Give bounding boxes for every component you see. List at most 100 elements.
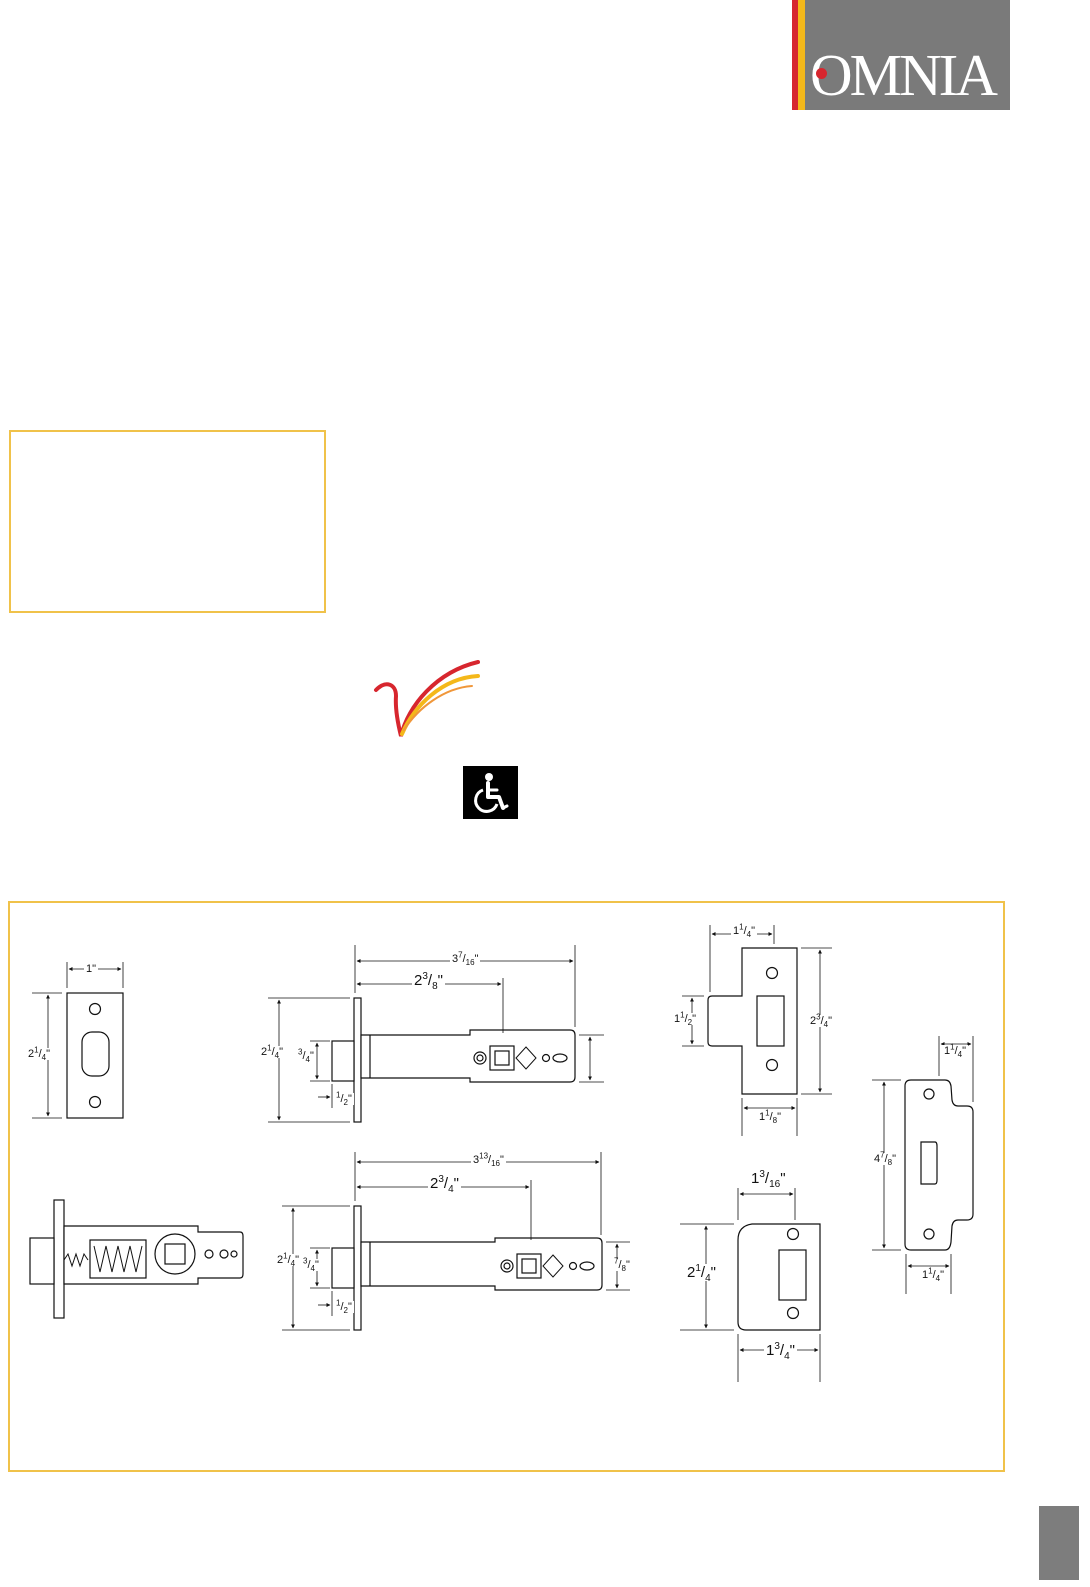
dim-unit: ": [279, 1046, 283, 1058]
dim-numerator: 7: [614, 1256, 619, 1266]
dim-numerator: 3: [774, 1341, 780, 1352]
dim-latch2-tail-height: 7/8": [612, 1256, 632, 1273]
dim-slash: /: [769, 1111, 773, 1123]
dim-t-strike-lip-height: 11/2": [672, 1011, 698, 1027]
dim-denominator: 8: [887, 1158, 893, 1168]
dim-slash: /: [287, 1254, 291, 1266]
dim-whole: 2: [277, 1254, 284, 1266]
brand-wordmark: OMNIA: [810, 42, 998, 108]
dim-whole: 1: [733, 925, 740, 937]
dim-unit: ": [46, 1048, 50, 1060]
latch-drawing-bottom: [282, 1152, 630, 1331]
dim-numerator: 1: [695, 1263, 701, 1274]
dim-unit: ": [500, 1154, 504, 1166]
dim-latch1-face-height: 21/4": [259, 1043, 285, 1061]
dim-unit: ": [453, 1175, 459, 1192]
swoosh-logo: [374, 660, 480, 737]
dim-denominator: 4: [448, 1184, 454, 1195]
dim-full-strike-lip: 13/16": [749, 1170, 788, 1190]
dim-slash: /: [820, 1015, 824, 1027]
dim-numerator: 1: [336, 1090, 341, 1100]
full-lip-strike-drawing: [680, 1188, 821, 1382]
dim-numerator: 3: [303, 1256, 308, 1266]
dim-numerator: 1: [765, 1108, 770, 1118]
dim-whole: 3: [473, 1154, 480, 1166]
dim-whole: 2: [687, 1264, 696, 1281]
dim-numerator: 13: [479, 1151, 489, 1161]
t-strike-drawing: [682, 925, 832, 1136]
dim-latch2-backset: 23/4": [428, 1174, 461, 1195]
dim-numerator: 7: [458, 950, 463, 960]
dim-whole: 1: [86, 963, 93, 975]
dim-whole: 3: [452, 953, 459, 965]
dim-unit: ": [314, 1259, 319, 1271]
dim-denominator: 8: [772, 1116, 778, 1126]
wheelchair-icon: [463, 766, 518, 819]
dim-full-strike-height: 21/4": [685, 1263, 718, 1284]
technical-drawings-panel: [8, 901, 1005, 1472]
dim-slash: /: [488, 1154, 492, 1166]
dim-t-strike-height: 23/4": [808, 1013, 834, 1029]
dim-latch1-overall: 37/16": [450, 950, 481, 967]
dim-slash: /: [684, 1013, 688, 1025]
dim-latch2-bolt-height: 3/4": [301, 1256, 321, 1274]
dim-slash: /: [443, 1175, 449, 1192]
dim-numerator: 1: [283, 1251, 288, 1261]
dim-slash: /: [779, 1342, 785, 1359]
dim-slash: /: [764, 1170, 770, 1187]
dim-latch1-bolt-throw: 1/2": [334, 1090, 354, 1108]
dim-denominator: 4: [746, 930, 752, 940]
dim-whole: 2: [261, 1046, 268, 1058]
dim-numerator: 1: [267, 1043, 272, 1053]
dim-whole: 1: [944, 1045, 951, 1057]
dim-slash: /: [700, 1264, 706, 1281]
dim-denominator: 2: [343, 1098, 348, 1108]
dim-latch2-overall: 313/16": [471, 1151, 506, 1169]
dim-denominator: 4: [784, 1351, 790, 1362]
dim-unit: ": [295, 1254, 299, 1266]
dim-numerator: 3: [422, 971, 428, 982]
dim-unit: ": [625, 1259, 630, 1271]
dim-numerator: 1: [34, 1045, 39, 1055]
dim-denominator: 4: [310, 1264, 315, 1274]
latch-drawing-top: [268, 945, 604, 1123]
dim-long-strike-height: 47/8": [872, 1150, 898, 1168]
latch-cutaway-drawing: [29, 1199, 244, 1319]
dim-numerator: 3: [438, 1174, 444, 1185]
dim-unit: ": [789, 1342, 795, 1359]
dim-denominator: 4: [41, 1053, 47, 1063]
dim-denominator: 2: [343, 1306, 348, 1316]
brand-logo: OMNIA: [792, 0, 1010, 110]
dim-whole: 2: [414, 972, 423, 989]
dim-latch2-face-height: 21/4": [275, 1251, 301, 1268]
dim-denominator: 16: [491, 1159, 500, 1169]
dim-numerator: 1: [336, 1298, 341, 1308]
dim-denominator: 4: [274, 1051, 280, 1061]
faceplate-drawing: [32, 962, 124, 1119]
dim-long-strike-width: 11/4": [920, 1267, 946, 1283]
info-box: [9, 430, 326, 613]
dim-unit: ": [309, 1050, 314, 1062]
dim-slash: /: [427, 972, 433, 989]
dim-faceplate-width: 1": [84, 962, 99, 976]
dim-slash: /: [954, 1045, 958, 1057]
dim-whole: 2: [430, 1175, 439, 1192]
dim-faceplate-height: 21/4": [26, 1045, 52, 1063]
dim-whole: 1: [751, 1170, 760, 1187]
brand-stripe-red: [792, 0, 798, 110]
dim-whole: 2: [810, 1015, 817, 1027]
dim-unit: ": [940, 1269, 944, 1281]
dim-numerator: 3: [298, 1047, 303, 1057]
dim-numerator: 1: [950, 1042, 955, 1052]
dim-denominator: 4: [305, 1055, 310, 1065]
dim-numerator: 7: [880, 1150, 885, 1160]
dim-unit: ": [710, 1264, 716, 1281]
dim-unit: ": [892, 1153, 896, 1165]
dim-unit: ": [437, 972, 443, 989]
dim-denominator: 4: [957, 1050, 963, 1060]
dim-slash: /: [271, 1046, 275, 1058]
dim-denominator: 4: [705, 1273, 711, 1284]
dim-full-strike-width: 13/4": [764, 1341, 797, 1362]
dim-whole: 2: [28, 1048, 35, 1060]
